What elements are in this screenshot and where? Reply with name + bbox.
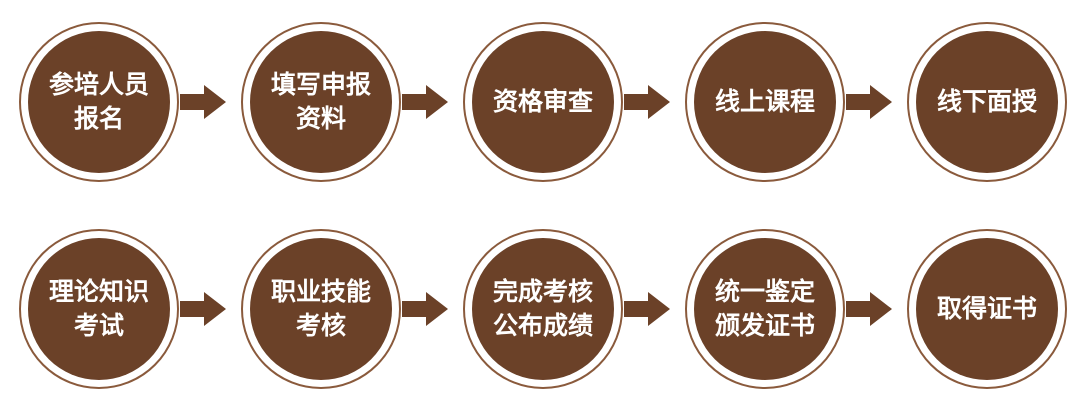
step-label: 职业技能 — [270, 277, 371, 306]
step-label: 完成考核 — [492, 277, 593, 306]
step-label: 线上课程 — [714, 87, 815, 116]
step-circle-fill: 完成考核 公布成绩 — [472, 238, 614, 380]
step-circle-fill: 资格审查 — [472, 31, 614, 173]
right-arrow-icon — [846, 85, 892, 119]
step-label: 资料 — [295, 104, 346, 133]
step-circle: 取得证书 — [907, 229, 1067, 389]
right-arrow-icon — [180, 292, 226, 326]
step-circle-fill: 职业技能 考核 — [250, 238, 392, 380]
step-circle-fill: 理论知识 考试 — [28, 238, 170, 380]
step-label: 考试 — [73, 311, 124, 340]
step-circle-fill: 参培人员 报名 — [28, 31, 170, 173]
right-arrow-icon — [624, 85, 670, 119]
step-label: 理论知识 — [48, 277, 149, 306]
step-label: 公布成绩 — [492, 311, 593, 340]
step-circle-fill: 填写申报 资料 — [250, 31, 392, 173]
step-label: 参培人员 — [48, 70, 149, 99]
step-label: 统一鉴定 — [714, 277, 815, 306]
step-circle: 统一鉴定 颁发证书 — [685, 229, 845, 389]
right-arrow-icon — [624, 292, 670, 326]
step-label: 填写申报 — [270, 70, 371, 99]
step-circle-fill: 取得证书 — [916, 238, 1058, 380]
step-circle-fill: 统一鉴定 颁发证书 — [694, 238, 836, 380]
step-circle: 职业技能 考核 — [241, 229, 401, 389]
step-label: 取得证书 — [936, 294, 1037, 323]
step-circle: 资格审查 — [463, 22, 623, 182]
step-label: 报名 — [73, 104, 124, 133]
step-label: 考核 — [295, 311, 346, 340]
step-label: 资格审查 — [492, 87, 593, 116]
step-label: 颁发证书 — [714, 311, 815, 340]
step-circle: 参培人员 报名 — [19, 22, 179, 182]
step-circle-fill: 线下面授 — [916, 31, 1058, 173]
step-circle: 填写申报 资料 — [241, 22, 401, 182]
step-circle: 线下面授 — [907, 22, 1067, 182]
right-arrow-icon — [180, 85, 226, 119]
right-arrow-icon — [402, 292, 448, 326]
right-arrow-icon — [846, 292, 892, 326]
step-circle: 线上课程 — [685, 22, 845, 182]
right-arrow-icon — [402, 85, 448, 119]
step-circle: 完成考核 公布成绩 — [463, 229, 623, 389]
step-circle-fill: 线上课程 — [694, 31, 836, 173]
step-label: 线下面授 — [936, 87, 1037, 116]
step-circle: 理论知识 考试 — [19, 229, 179, 389]
